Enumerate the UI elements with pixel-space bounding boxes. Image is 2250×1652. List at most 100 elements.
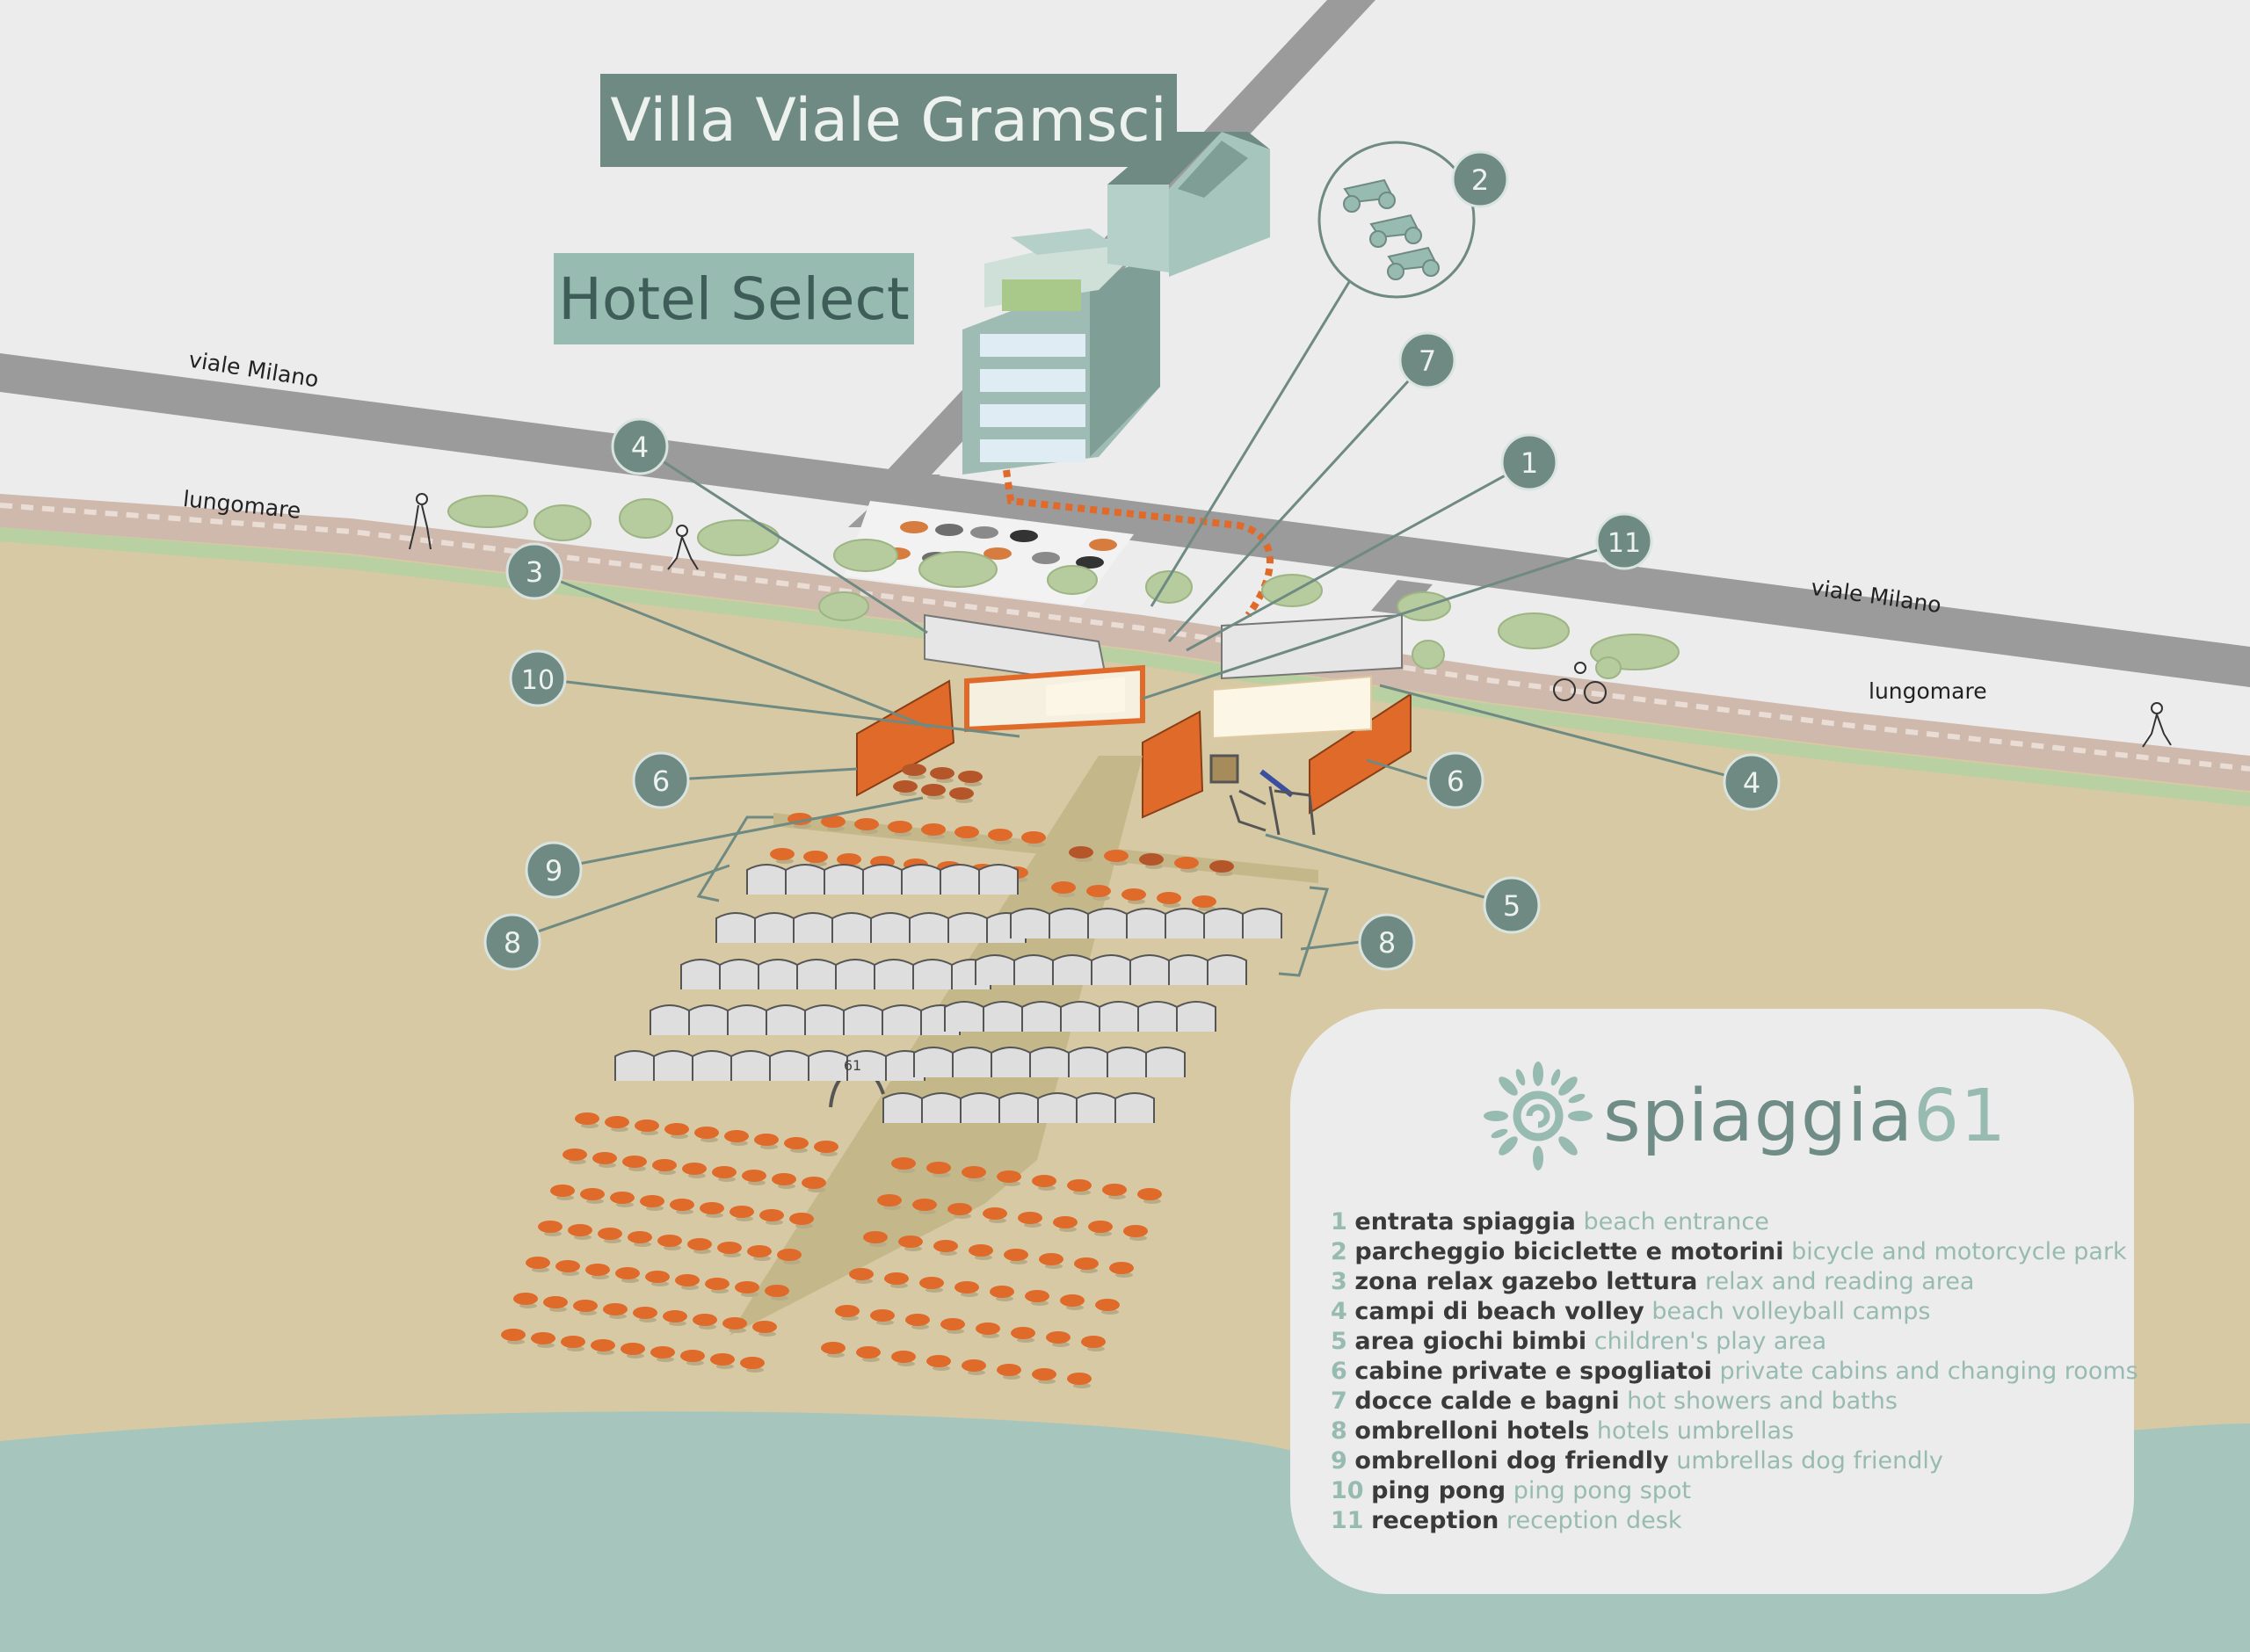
umbrella	[652, 1159, 677, 1175]
umbrella	[657, 1235, 682, 1250]
umbrella	[680, 1350, 705, 1366]
cabana	[952, 1047, 992, 1077]
cabana	[1145, 1047, 1186, 1077]
map-marker-9: 9	[525, 841, 583, 899]
umbrella	[1137, 1188, 1162, 1204]
umbrella	[962, 1359, 986, 1375]
cabana	[870, 912, 911, 943]
map-marker-1: 1	[1500, 433, 1558, 491]
umbrella	[1088, 1221, 1113, 1236]
cabana	[1107, 1047, 1147, 1077]
umbrella	[891, 1351, 916, 1366]
cabana	[874, 959, 914, 989]
svg-text:7: 7	[1419, 344, 1436, 378]
umbrella	[777, 1249, 802, 1264]
cabana	[1052, 954, 1092, 985]
cabana	[901, 864, 941, 895]
scooter-park-circle	[1317, 141, 1476, 299]
cabana	[835, 959, 875, 989]
umbrella	[814, 1141, 838, 1156]
umbrella	[550, 1185, 575, 1200]
umbrella	[1121, 888, 1146, 904]
umbrella	[962, 1166, 986, 1182]
umbrella	[969, 1244, 993, 1260]
umbrella	[628, 1231, 652, 1247]
umbrella	[1157, 892, 1181, 908]
umbrella	[821, 815, 846, 831]
cabana	[1126, 908, 1166, 938]
umbrella	[1209, 860, 1234, 876]
umbrella	[1102, 1184, 1127, 1199]
cabana	[912, 959, 953, 989]
umbrella	[592, 1152, 617, 1168]
cabana	[1114, 1092, 1155, 1123]
umbrella	[902, 764, 926, 779]
umbrella	[538, 1221, 562, 1236]
umbrella	[789, 1213, 814, 1228]
cabana	[998, 1092, 1039, 1123]
umbrella	[610, 1192, 635, 1207]
umbrella	[983, 1207, 1007, 1223]
map-marker-5: 5	[1483, 876, 1541, 934]
trees	[447, 495, 1680, 679]
cabana	[824, 864, 864, 895]
umbrella	[513, 1293, 538, 1308]
umbrella	[710, 1353, 735, 1369]
cabana	[909, 912, 949, 943]
cabana	[1165, 908, 1205, 938]
cabana	[715, 912, 756, 943]
entrance-route	[1003, 469, 1274, 618]
umbrella	[772, 1173, 796, 1189]
umbrella	[1067, 1179, 1092, 1195]
umbrella	[687, 1238, 712, 1254]
umbrella	[802, 1177, 826, 1192]
umbrella	[1053, 1216, 1078, 1232]
umbrella	[949, 787, 974, 803]
cabana	[978, 864, 1019, 895]
umbrella	[700, 1202, 724, 1218]
umbrella	[561, 1336, 585, 1351]
umbrella	[663, 1310, 687, 1326]
cabana	[1099, 1001, 1139, 1032]
umbrella	[930, 767, 954, 783]
green-strip	[0, 527, 2250, 807]
legend-item: 3 zona relax gazebo lettura relax and re…	[1331, 1268, 1975, 1295]
legend-item: 11 reception reception desk	[1331, 1507, 1682, 1534]
umbrella	[575, 1112, 599, 1128]
umbrella	[1104, 850, 1129, 866]
legend-item: 6 cabine private e spogliatoi private ca…	[1331, 1358, 2138, 1385]
umbrella	[921, 784, 946, 800]
cabana	[1010, 908, 1050, 938]
cabana	[1242, 908, 1282, 938]
umbrella	[645, 1271, 670, 1286]
cabana	[688, 1004, 729, 1035]
umbrella	[1081, 1336, 1106, 1351]
cabana	[719, 959, 759, 989]
umbrella	[947, 1203, 972, 1219]
map-marker-6-right: 6	[1426, 751, 1484, 809]
svg-text:8: 8	[504, 926, 521, 960]
road-viale-milano	[0, 353, 2250, 687]
cabana	[653, 1050, 693, 1081]
umbrella	[933, 1240, 958, 1256]
umbrella	[650, 1346, 675, 1362]
cabana	[862, 864, 903, 895]
umbrella	[670, 1199, 694, 1214]
cabin-gate-number: 61	[844, 1057, 861, 1074]
umbrella	[954, 1281, 979, 1297]
legend-item: 10 ping pong ping pong spot	[1331, 1477, 1692, 1504]
legend-item: 7 docce calde e bagni hot showers and ba…	[1331, 1388, 1898, 1415]
umbrella	[615, 1267, 640, 1283]
umbrella	[1174, 857, 1199, 873]
umbrella	[1046, 1331, 1071, 1347]
legend-card: spiaggia61 1 entrata spiaggia beach entr…	[1290, 1009, 2138, 1594]
umbrella	[640, 1195, 664, 1211]
playground	[1209, 754, 1316, 836]
svg-text:9: 9	[545, 854, 562, 888]
umbrella	[891, 1157, 916, 1173]
svg-text:4: 4	[631, 431, 649, 464]
umbrella	[555, 1260, 580, 1276]
cabana	[692, 1050, 732, 1081]
svg-text:11: 11	[1608, 528, 1641, 559]
umbrella	[543, 1296, 568, 1312]
